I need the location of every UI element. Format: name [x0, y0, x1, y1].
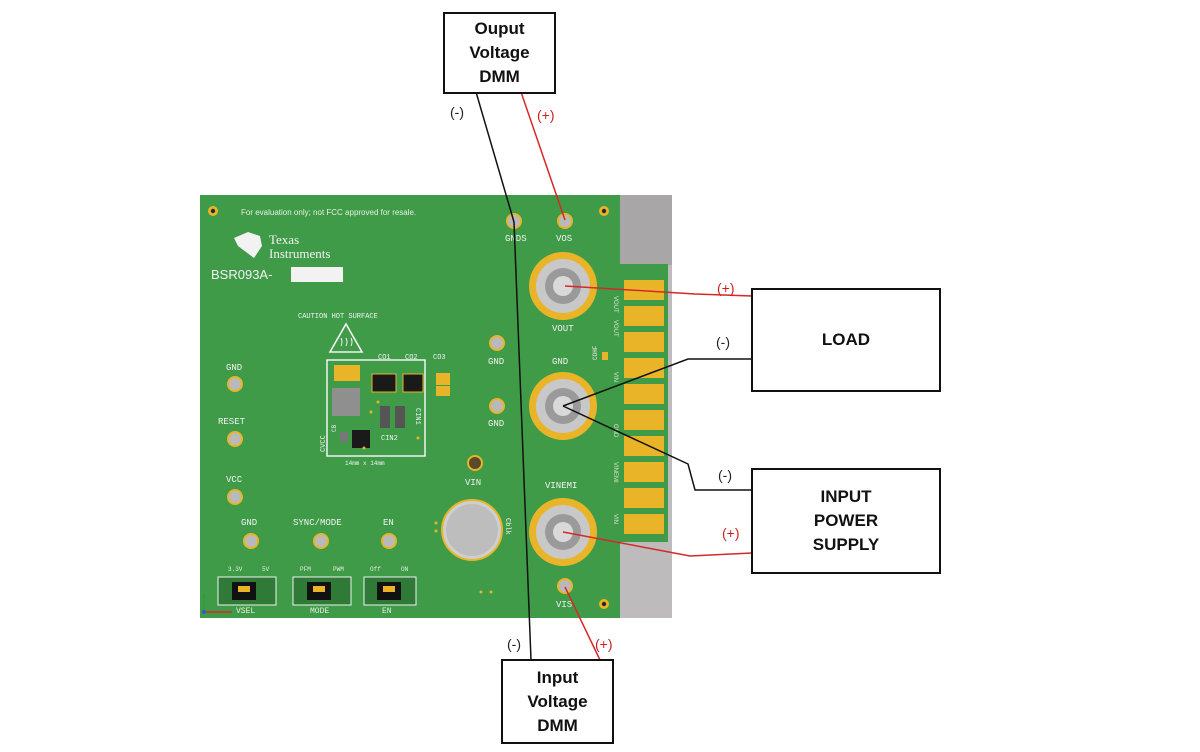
render-background-right — [620, 195, 672, 265]
brand-line-2: Instruments — [269, 246, 330, 261]
power-module-area: CO1 CO2 CO3 CIN2 CIN1 CVCC CB 14mm x 14m… — [320, 354, 450, 467]
input-dmm-negative-label: (-) — [507, 636, 521, 652]
cb-label: CB — [331, 424, 338, 432]
ti-logo: Texas Instruments — [234, 232, 330, 261]
cblk-label: Cblk — [503, 518, 511, 535]
part-number-blank — [291, 267, 343, 282]
cohf-pad — [602, 352, 608, 360]
output-dmm-negative-label: (-) — [450, 104, 464, 120]
jumper-en-left: Off — [370, 566, 381, 573]
edge-label-5: VINEMI — [612, 462, 618, 483]
load-positive-wire — [564, 285, 753, 297]
brand-line-1: Texas — [269, 232, 299, 247]
caution-text: CAUTION HOT SURFACE — [298, 313, 378, 321]
supply-negative-label: (-) — [718, 467, 732, 483]
vin-label: VIN — [465, 478, 481, 488]
edge-label-4: GND — [612, 424, 618, 438]
jumper-vsel-left: 3.3V — [228, 566, 243, 573]
wires — [475, 91, 753, 661]
supply-positive-label: (+) — [722, 525, 740, 541]
tp-en — [381, 533, 397, 549]
output-jack — [529, 252, 597, 320]
reset-label: RESET — [218, 417, 246, 427]
jumper-en-right: ON — [401, 566, 409, 573]
gnds-label: GNDS — [505, 234, 527, 244]
sync-mode-label: SYNC/MODE — [293, 518, 342, 528]
vias — [362, 400, 493, 594]
tp-vin — [467, 455, 483, 471]
load-label: LOAD — [821, 330, 871, 349]
bulk-capacitor-top — [446, 504, 498, 556]
gnd-mid-label-2: GND — [488, 419, 504, 429]
edge-finger-pads — [624, 280, 664, 534]
jumper-vsel: 3.3V 5V VSEL — [217, 566, 277, 616]
co1-label: CO1 — [378, 354, 391, 362]
output-voltage-dmm-box: Ouput Voltage DMM — [443, 12, 556, 94]
vinemi-label: VINEMI — [545, 481, 577, 491]
output-dmm-positive-wire — [520, 91, 566, 221]
input-power-supply-label: INPUT POWER SUPPLY — [812, 487, 880, 554]
vos-label: VOS — [556, 234, 572, 244]
ground-sense-wire — [513, 221, 532, 661]
vout-label: VOUT — [552, 324, 574, 334]
supply-negative-wire — [562, 405, 752, 491]
part-number: BSR093A- — [211, 267, 272, 282]
axis-gizmo-icon — [202, 594, 232, 614]
tp-vis — [557, 578, 573, 594]
tp-reset — [227, 431, 243, 447]
vis-label: VIS — [556, 600, 572, 610]
gnd-bnc-label: GND — [552, 357, 568, 367]
tp-gnd-left — [227, 376, 243, 392]
gnd-bottom-label: GND — [241, 518, 257, 528]
jumper-en: Off ON EN — [363, 566, 417, 616]
jumper-mode-label: MODE — [310, 607, 329, 616]
supply-positive-wire — [562, 531, 753, 557]
output-voltage-dmm-label: Ouput Voltage DMM — [469, 19, 530, 86]
jumper-mode: PFM PWM MODE — [292, 566, 352, 616]
disclaimer-text: For evaluation only; not FCC approved fo… — [241, 208, 416, 217]
cohf-label: COHF — [592, 345, 599, 360]
load-negative-wire — [562, 358, 752, 407]
gnd-left-label: GND — [226, 363, 242, 373]
output-dmm-positive-label: (+) — [537, 107, 555, 123]
load-positive-label: (+) — [717, 280, 735, 296]
hot-surface-warning-icon — [328, 322, 364, 353]
edge-label-1: VOUT — [612, 296, 618, 313]
output-dmm-negative-wire — [475, 91, 515, 223]
jumper-mode-left: PFM — [300, 566, 311, 573]
input-voltage-dmm-box: Input Voltage DMM — [501, 659, 614, 744]
cin1-label: CIN1 — [413, 408, 421, 425]
en-label: EN — [383, 518, 394, 528]
load-negative-label: (-) — [716, 334, 730, 350]
edge-label-6: VIN — [612, 514, 618, 524]
co2-label: CO2 — [405, 354, 418, 362]
tp-vcc — [227, 489, 243, 505]
tp-gnd-mid-1 — [489, 335, 505, 351]
tp-sync-mode — [313, 533, 329, 549]
input-voltage-dmm-label: Input Voltage DMM — [527, 667, 588, 735]
jumper-vsel-label: VSEL — [236, 607, 255, 616]
edge-label-2: VOUT — [612, 320, 618, 337]
jumper-mode-right: PWM — [333, 566, 344, 573]
cin2-label: CIN2 — [381, 435, 398, 443]
module-size-note: 14mm x 14mm — [345, 460, 385, 467]
co3-label: CO3 — [433, 354, 446, 362]
evaluation-board: VOUT VOUT VIN GND VINEMI VIN For evaluat… — [200, 195, 668, 618]
mounting-holes — [208, 206, 609, 609]
input-dmm-positive-wire — [564, 586, 601, 661]
jumper-vsel-right: 5V — [262, 566, 270, 573]
jumper-en-label: EN — [382, 607, 392, 616]
tp-vos — [557, 213, 573, 229]
gnd-mid-label-1: GND — [488, 357, 504, 367]
input-power-supply-box: INPUT POWER SUPPLY — [751, 468, 941, 574]
vcc-label: VCC — [226, 475, 243, 485]
load-box: LOAD — [751, 288, 941, 392]
tp-gnd-bottom — [243, 533, 259, 549]
input-dmm-positive-label: (+) — [595, 636, 613, 652]
edge-label-3: VIN — [612, 372, 618, 382]
cvcc-label: CVCC — [320, 435, 328, 452]
tp-gnd-mid-2 — [489, 398, 505, 414]
